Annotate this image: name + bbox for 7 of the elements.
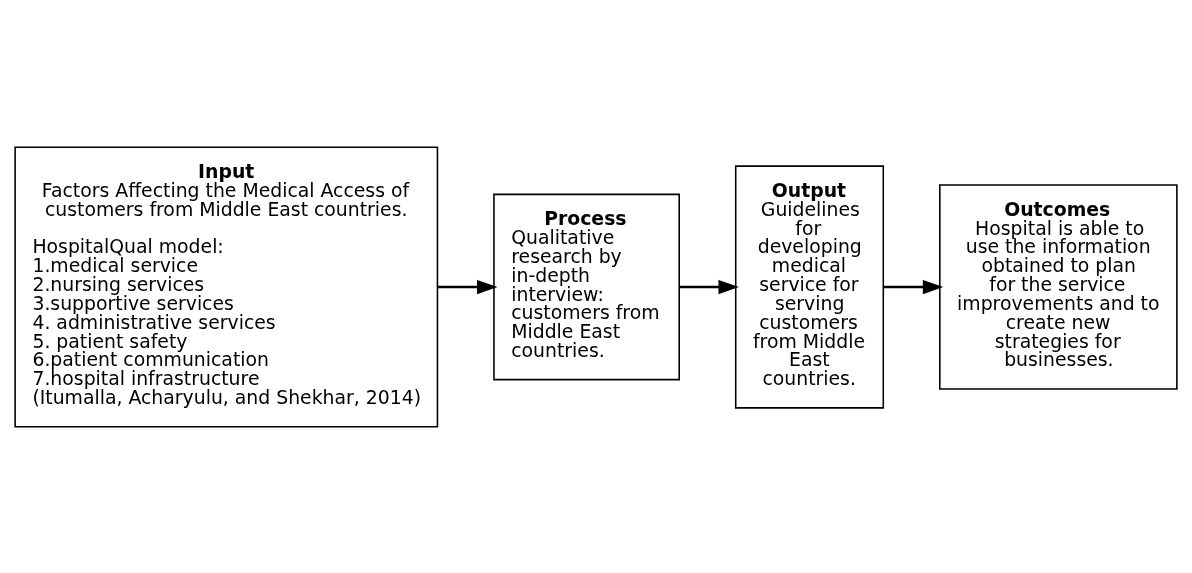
- node-box: Process Qualitative research by in-depth interview: customers from Middle East countries.: [493, 193, 680, 380]
- node-box: Outcomes Hospital is able to use the information obtained to plan for the service improvements and to create new strategies for businesses.: [939, 183, 1178, 390]
- arrow: [437, 279, 498, 294]
- arrow: [679, 279, 739, 294]
- node-box: Input Factors Affecting the Medical Access of customers from Middle East countries. HospitalQual model: 1.medical service 2.nursing services 3.supportive services 4. administrative services 5. patient safety 6.patient communication 7.hospital infrastructure (Itumalla, Acharyulu, and Shekhar, 2014): [14, 146, 439, 427]
- node-box: Output Guidelines for developing medical service for serving customers from Middle East countries.: [734, 164, 885, 409]
- arrow: [883, 279, 944, 294]
